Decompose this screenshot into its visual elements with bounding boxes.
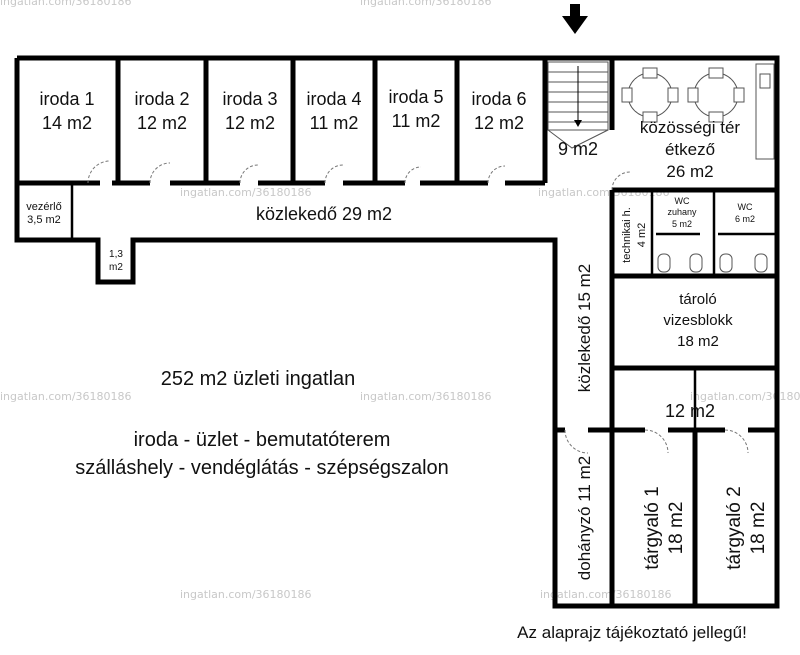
- room-area: 26 m2: [666, 162, 713, 181]
- room-area: 1,3: [109, 249, 123, 260]
- room-name: iroda 2: [134, 89, 189, 109]
- room-name: iroda 1: [39, 89, 94, 109]
- room-area: 18 m2: [748, 502, 769, 555]
- room-technikai: technikai h. 4 m2: [621, 207, 648, 263]
- room-vezerlo: vezérlő 3,5 m2: [26, 201, 61, 226]
- room-name: WC: [675, 196, 690, 206]
- room-iroda-4: iroda 4 11 m2: [306, 89, 361, 133]
- room-kozlekedo-29: közlekedő 29 m2: [256, 204, 392, 224]
- room-area: 5 m2: [672, 219, 692, 229]
- room-kozossegi-ter: közösségi tér étkező 26 m2: [640, 118, 740, 181]
- room-area: 6 m2: [735, 214, 755, 224]
- watermark: ingatlan.com/36180186: [0, 390, 132, 403]
- room-iroda-3: iroda 3 12 m2: [222, 89, 277, 133]
- room-area: 12 m2: [137, 113, 187, 133]
- room-12: 12 m2: [665, 401, 715, 421]
- room-stairs: 9 m2: [558, 139, 598, 159]
- room-area: 9 m2: [558, 139, 598, 159]
- room-area: 18 m2: [666, 502, 687, 555]
- room-label: dohányzó 11 m2: [575, 456, 594, 580]
- info-uses: iroda - üzlet - bemutatóterem: [134, 429, 391, 451]
- room-name: zuhany: [667, 207, 697, 217]
- room-iroda-1: iroda 1 14 m2: [39, 89, 94, 133]
- room-name: közösségi tér: [640, 118, 740, 137]
- room-targyalo-1: tárgyaló 1 18 m2: [642, 486, 687, 569]
- doors: [87, 160, 749, 454]
- info-headline: 252 m2 üzleti ingatlan: [161, 368, 356, 390]
- room-tarolo: tároló vizesblokk 18 m2: [663, 291, 733, 350]
- table-icon: [621, 63, 775, 160]
- info-uses: szálláshely - vendéglátás - szépségszalo…: [75, 457, 449, 479]
- room-area: 12 m2: [225, 113, 275, 133]
- watermarks: ingatlan.com/36180186 ingatlan.com/36180…: [0, 0, 800, 601]
- room-area: 11 m2: [310, 113, 359, 133]
- stairs: [547, 61, 609, 149]
- room-area: 12 m2: [474, 113, 524, 133]
- room-name: vizesblokk: [663, 312, 733, 329]
- room-iroda-5: iroda 5 11 m2: [388, 87, 443, 131]
- room-name: iroda 6: [471, 89, 526, 109]
- room-small: 1,3 m2: [109, 249, 123, 273]
- room-name: iroda 5: [388, 87, 443, 107]
- watermark: ingatlan.com/36180186: [360, 0, 492, 8]
- room-name: technikai h.: [621, 207, 633, 263]
- watermark: ingatlan.com/36180186: [0, 0, 132, 8]
- room-iroda-2: iroda 2 12 m2: [134, 89, 189, 133]
- room-name: iroda 3: [222, 89, 277, 109]
- room-dohanyzo: dohányzó 11 m2: [575, 456, 594, 580]
- watermark: ingatlan.com/36180186: [540, 588, 672, 601]
- walls: [14, 55, 780, 609]
- room-name: tároló: [679, 291, 717, 308]
- room-name: tárgyaló 1: [642, 486, 663, 569]
- room-iroda-6: iroda 6 12 m2: [471, 89, 526, 133]
- entrance-arrow-icon: [562, 4, 588, 34]
- watermark: ingatlan.com/36180186: [180, 588, 312, 601]
- room-name: WC: [738, 202, 753, 212]
- room-wc-zuhany: WC zuhany 5 m2: [667, 196, 697, 229]
- room-name: iroda 4: [306, 89, 361, 109]
- room-label: közlekedő 15 m2: [575, 264, 594, 393]
- room-name: étkező: [665, 140, 715, 159]
- room-area: 14 m2: [42, 113, 92, 133]
- room-wc: WC 6 m2: [735, 202, 755, 224]
- property-info: 252 m2 üzleti ingatlan iroda - üzlet - b…: [75, 368, 449, 479]
- room-kozlekedo-15: közlekedő 15 m2: [575, 264, 594, 393]
- watermark: ingatlan.com/36180186: [690, 390, 800, 403]
- watermark: ingatlan.com/36180186: [360, 390, 492, 403]
- room-area: m2: [109, 262, 123, 273]
- watermark: ingatlan.com/36180186: [180, 186, 312, 199]
- room-area: 3,5 m2: [27, 214, 61, 226]
- room-area: 4 m2: [636, 223, 648, 247]
- room-area: 11 m2: [392, 111, 441, 131]
- disclaimer-text: Az alaprajz tájékoztató jellegű!: [517, 623, 747, 642]
- room-area: 18 m2: [677, 333, 719, 350]
- room-area: 12 m2: [665, 401, 715, 421]
- room-name: vezérlő: [26, 201, 61, 213]
- room-targyalo-2: tárgyaló 2 18 m2: [724, 486, 769, 569]
- toilet-icon: [657, 253, 768, 273]
- disclaimer: Az alaprajz tájékoztató jellegű!: [517, 623, 747, 642]
- room-name: tárgyaló 2: [724, 486, 745, 569]
- room-label: közlekedő 29 m2: [256, 204, 392, 224]
